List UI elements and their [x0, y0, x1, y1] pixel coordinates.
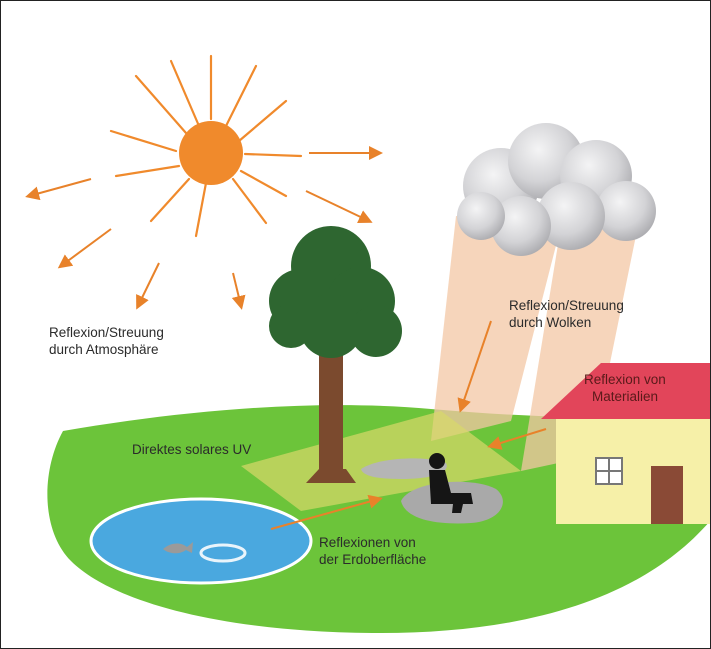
tree-crown [269, 226, 402, 358]
person-icon [429, 453, 473, 513]
arrow-left [25, 178, 92, 201]
sun-rays [109, 54, 303, 238]
label-ground-reflection: Reflexionen von der Erdoberfläche [319, 535, 427, 567]
label-direct-uv: Direktes solares UV [132, 442, 252, 457]
tree-trunk [319, 341, 343, 481]
reflection-arrows [270, 320, 547, 530]
arrow-down-left [136, 262, 160, 310]
cloud-icon [457, 123, 656, 256]
arrow-ground-up [270, 494, 383, 530]
label-clouds: Reflexion/Streuung durch Wolken [509, 298, 624, 330]
arrow-down [231, 272, 246, 310]
swim-ring [199, 543, 247, 563]
scatter-arrows [25, 146, 383, 310]
arrow-lower-left [57, 228, 112, 269]
label-materials: Reflexion von Materialien [584, 372, 666, 404]
beam-cloud-left [431, 216, 561, 441]
arrow-lower-right [305, 190, 373, 224]
fish-icon [163, 542, 193, 554]
sun-icon [179, 121, 243, 185]
rock-top [361, 458, 447, 479]
label-atmosphere: Reflexion/Streuung durch Atmosphäre [49, 325, 164, 357]
pond [89, 497, 313, 585]
beam-cloud-right [521, 211, 641, 471]
house [541, 363, 710, 524]
ground-reflection-band [241, 411, 521, 511]
arrow-house-left [487, 428, 547, 450]
tree-trunk-base [306, 469, 356, 483]
arrow-cloud-down [457, 320, 492, 413]
